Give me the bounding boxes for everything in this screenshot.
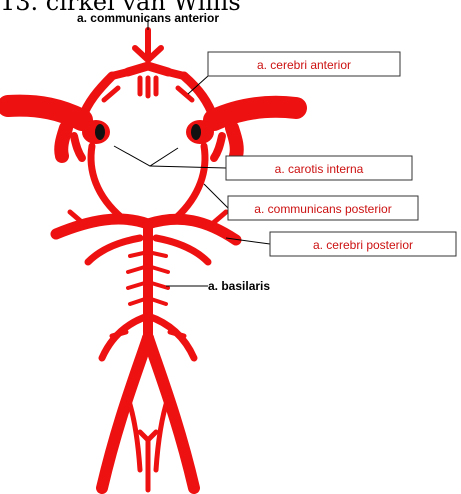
- label-box-carotis-interna: a. carotis interna: [226, 156, 412, 180]
- label-communicans-posterior: a. communicans posterior: [254, 202, 391, 216]
- label-carotis-interna: a. carotis interna: [275, 162, 364, 176]
- anterior-communicating-artery: [112, 30, 184, 96]
- posterior-communicating-artery: [91, 146, 205, 218]
- label-cerebri-anterior: a. cerebri anterior: [257, 58, 351, 72]
- label-cerebri-posterior: a. cerebri posterior: [313, 238, 413, 252]
- label-box-communicans-posterior: a. communicans posterior: [228, 196, 418, 220]
- label-box-cerebri-posterior: a. cerebri posterior: [270, 232, 456, 256]
- label-box-cerebri-anterior: a. cerebri anterior: [208, 52, 400, 76]
- vertebral-artery: [102, 338, 194, 490]
- artery-network: [8, 30, 296, 490]
- label-communicans-anterior: a. communicans anterior: [77, 11, 219, 25]
- label-basilaris: a. basilaris: [208, 279, 270, 293]
